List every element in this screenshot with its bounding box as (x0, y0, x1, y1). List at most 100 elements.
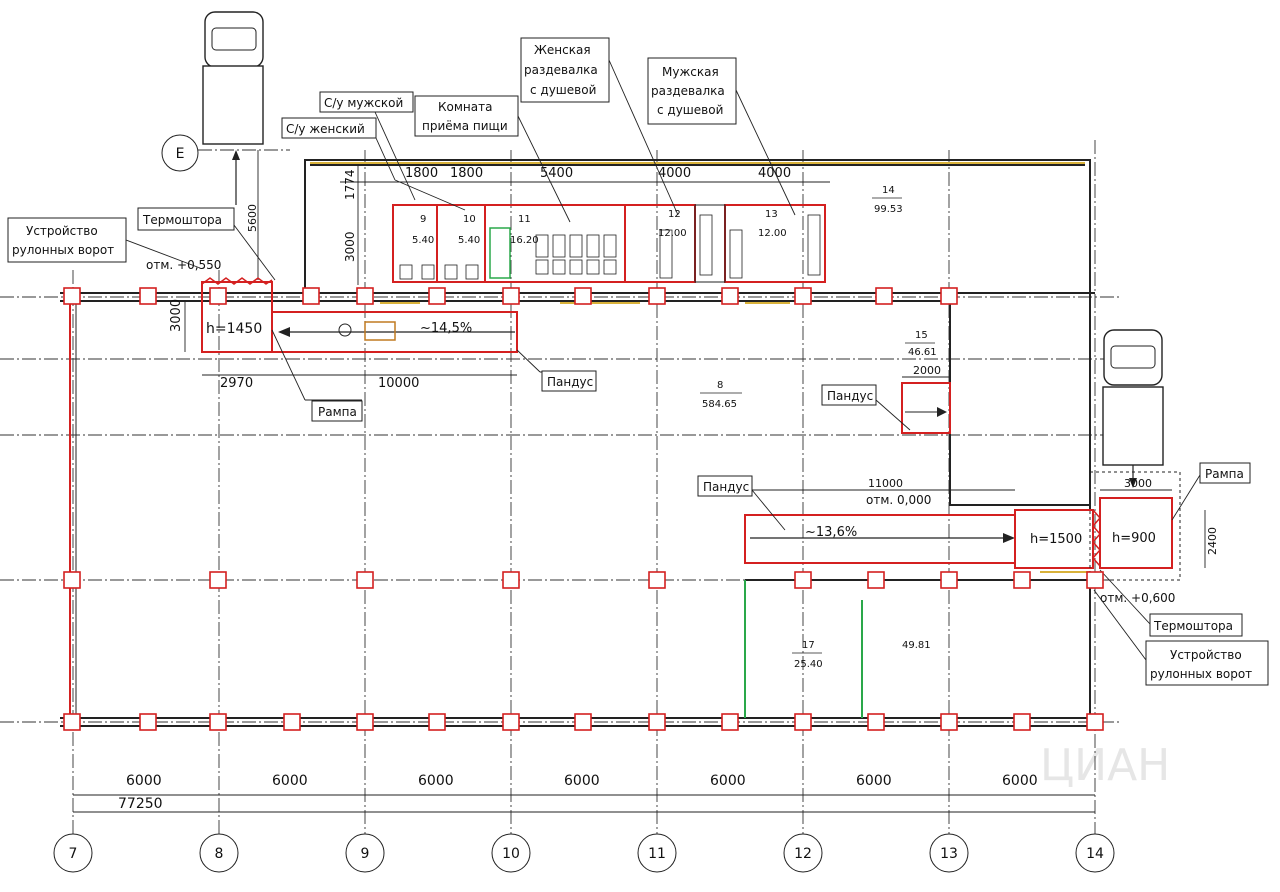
truck-icon-right (1102, 329, 1164, 466)
callout-male-locker: Мужская раздевалка с душевой (647, 57, 796, 216)
dim-5400: 5400 (540, 166, 573, 181)
room-9-num: 9 (420, 214, 426, 225)
room-labels: 9 5.40 10 5.40 11 16.20 12 12.00 13 12.0… (412, 185, 937, 670)
elev-right: отм. +0,600 (1100, 591, 1175, 605)
axis-label-8: 8 (215, 846, 224, 862)
room-11-area: 16.20 (510, 235, 539, 246)
dim-4000-a: 4000 (658, 166, 691, 181)
watermark: ЦИАН (1040, 740, 1170, 791)
svg-text:Термоштора: Термоштора (1153, 619, 1233, 633)
room-13-area: 12.00 (758, 228, 787, 239)
svg-text:с душевой: с душевой (657, 103, 723, 117)
elev-left: отм. +0,550 (146, 258, 221, 272)
bay-dim-7: 6000 (1002, 773, 1038, 789)
callout-canteen: Комната приёма пищи (414, 95, 571, 223)
columns (63, 287, 1104, 731)
svg-text:рулонных ворот: рулонных ворот (1150, 667, 1252, 681)
room-12-area: 12.00 (658, 228, 687, 239)
mid-ramp: 2000 Пандус (821, 364, 951, 434)
axis-bubbles: 7 8 9 10 11 12 13 14 (53, 833, 1115, 873)
svg-text:рулонных ворот: рулонных ворот (12, 243, 114, 257)
callout-ramp-left: Рампа (271, 329, 363, 422)
overall-dim: 77250 (118, 796, 163, 812)
dim-2400: 2400 (1206, 527, 1219, 555)
axis-label-12: 12 (794, 846, 812, 862)
room-18-area: 49.81 (902, 640, 931, 651)
dim-10000: 10000 (378, 376, 419, 391)
svg-text:Устройство: Устройство (1170, 648, 1242, 662)
bay-dim-4: 6000 (564, 773, 600, 789)
building-walls (60, 159, 1095, 727)
dim-1800-b: 1800 (450, 166, 483, 181)
dim-3000-right: 3000 (1124, 477, 1152, 490)
svg-text:С/у женский: С/у женский (286, 122, 365, 136)
svg-text:Женская: Женская (534, 43, 591, 57)
callout-pandus-mid: Пандус (827, 389, 873, 403)
axis-label-11: 11 (648, 846, 666, 862)
room-15-num: 15 (915, 330, 928, 341)
ramp-left-slope: ~14,5% (420, 321, 472, 336)
room-10-area: 5.40 (458, 235, 480, 246)
room-15-area: 46.61 (908, 347, 937, 358)
svg-text:Комната: Комната (438, 100, 492, 114)
top-dimension-chain: 1800 1800 5400 4000 4000 1774 3000 (340, 165, 830, 285)
bay-dim-6: 6000 (856, 773, 892, 789)
svg-text:с душевой: с душевой (530, 83, 596, 97)
room-8-num: 8 (717, 380, 723, 391)
ramp-mid-height: h=1500 (1030, 532, 1082, 547)
svg-text:С/у мужской: С/у мужской (324, 96, 403, 110)
callout-ramp-right: Рампа (1171, 462, 1251, 521)
room-17-num: 17 (802, 640, 815, 651)
amenity-rooms (392, 204, 826, 283)
axis-e-marker: Е (161, 134, 290, 172)
room-14-num: 14 (882, 185, 895, 196)
room-9-area: 5.40 (412, 235, 434, 246)
axis-label-13: 13 (940, 846, 958, 862)
bay-dim-3: 6000 (418, 773, 454, 789)
truck-icon-top (202, 11, 264, 145)
dim-11000: 11000 (868, 477, 903, 490)
svg-text:Пандус: Пандус (547, 375, 593, 389)
room-17-area: 25.40 (794, 659, 823, 670)
dim-3000-left: 3000 (169, 299, 184, 332)
svg-text:Рампа: Рампа (318, 405, 357, 419)
svg-text:Рампа: Рампа (1205, 467, 1244, 481)
ramp-right-slope: ~13,6% (805, 525, 857, 540)
bottom-dimensions: 6000 6000 6000 6000 6000 6000 6000 77250 (73, 773, 1095, 813)
left-ramp: h=1450 ~14,5% 3000 2970 10000 (169, 277, 518, 391)
elev-zero: отм. 0,000 (866, 493, 931, 507)
dim-3000-top: 3000 (343, 231, 357, 262)
callout-gate-right: Устройство рулонных ворот (1093, 589, 1269, 686)
room-10-num: 10 (463, 214, 476, 225)
dim-4000-b: 4000 (758, 166, 791, 181)
dim-1800-a: 1800 (405, 166, 438, 181)
dim-5600: 5600 (246, 204, 259, 232)
callout-gate-left: Устройство рулонных ворот (7, 217, 127, 263)
horizontal-grid-axes (0, 296, 1120, 723)
svg-text:Устройство: Устройство (26, 224, 98, 238)
room-14-area: 99.53 (874, 204, 903, 215)
svg-text:раздевалка: раздевалка (651, 84, 725, 98)
callout-wc-male: С/у мужской (319, 91, 416, 201)
room-12-num: 12 (668, 209, 681, 220)
callout-curtain-right: Термоштора (1099, 569, 1243, 637)
room-13-num: 13 (765, 209, 778, 220)
axis-e-label: Е (176, 146, 185, 162)
ramp-left-height: h=1450 (206, 321, 262, 337)
callout-wc-female: С/у женский (281, 117, 466, 211)
callout-pandus-right: Пандус (697, 475, 786, 531)
svg-text:приёма пищи: приёма пищи (422, 119, 508, 133)
bay-dim-5: 6000 (710, 773, 746, 789)
callout-curtain-left: Термоштора (125, 207, 276, 281)
bay-dim-1: 6000 (126, 773, 162, 789)
right-ramp: ~13,6% h=1500 h=900 3000 2400 11000 отм.… (744, 471, 1219, 581)
dim-1774: 1774 (343, 169, 357, 200)
axis-label-10: 10 (502, 846, 520, 862)
room-8-area: 584.65 (702, 399, 737, 410)
svg-text:Мужская: Мужская (662, 65, 719, 79)
callout-female-locker: Женская раздевалка с душевой (520, 37, 679, 216)
ramp-right-height: h=900 (1112, 531, 1156, 546)
dim-2000: 2000 (913, 364, 941, 377)
axis-label-14: 14 (1086, 846, 1104, 862)
